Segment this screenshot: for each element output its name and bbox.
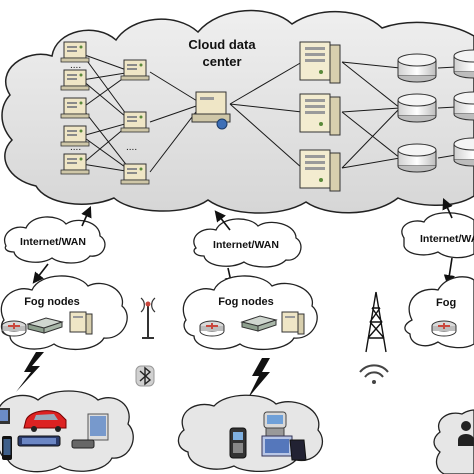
device-cloud-right — [433, 409, 474, 474]
fog-cloud-left: Fog nodes — [0, 275, 128, 350]
server-icon — [60, 41, 90, 63]
bluetooth-icon — [135, 365, 155, 387]
database-icon — [397, 143, 437, 173]
phone-icon — [71, 439, 95, 449]
phone-icon — [17, 435, 61, 447]
ellipsis-label: .... — [70, 60, 81, 71]
tablet-icon — [261, 435, 293, 457]
database-icon — [397, 93, 437, 123]
database-icon — [397, 53, 437, 83]
database-icon — [453, 91, 474, 121]
cloud-title-line1: Cloud data — [188, 37, 256, 52]
datacenter-links — [81, 53, 474, 173]
tablet-icon — [87, 413, 109, 441]
pos-terminal-icon — [229, 427, 247, 459]
phone-icon — [2, 436, 12, 460]
server-icon — [299, 41, 341, 84]
cloud-title-line2: center — [202, 54, 241, 69]
server-icon — [69, 311, 93, 335]
fog-label-left: Fog nodes — [24, 296, 80, 308]
ellipsis-label: .... — [70, 142, 81, 153]
device-cloud-middle — [177, 394, 324, 473]
tablet-icon — [289, 439, 307, 461]
wan-cloud-right: Internet/WAN — [401, 212, 474, 259]
fog-label-middle: Fog nodes — [218, 296, 274, 308]
wifi-icon — [359, 364, 389, 384]
fog-cloud-middle: Fog nodes — [182, 275, 318, 351]
lightning-icon — [16, 352, 44, 392]
switch-server-icon — [120, 163, 150, 185]
fog-cloud-right: Fog — [404, 276, 474, 349]
server-icon — [60, 69, 90, 91]
server-icon — [299, 93, 341, 136]
database-icon — [453, 49, 474, 79]
database-icon — [453, 137, 474, 167]
device-cloud-left — [0, 390, 134, 473]
car-icon — [23, 410, 67, 432]
phone-icon — [458, 421, 474, 446]
lightning-icon — [248, 358, 270, 398]
antenna-tower-icon — [140, 297, 156, 339]
server-icon — [281, 311, 305, 335]
server-icon — [299, 149, 341, 192]
tablet-icon — [0, 408, 10, 424]
core-server-icon — [191, 91, 231, 130]
server-icon — [60, 153, 90, 175]
wan-cloud-left: Internet/WAN — [3, 216, 106, 264]
fog-label-right: Fog — [436, 297, 456, 309]
switch-server-icon — [120, 111, 150, 133]
ellipsis-label: .... — [126, 142, 137, 153]
wan-cloud-middle: Internet/WAN — [193, 218, 302, 268]
wan-label-right: Internet/WAN — [420, 233, 474, 245]
server-icon — [60, 97, 90, 119]
wan-label-middle: Internet/WAN — [213, 239, 279, 251]
antenna-tower-icon — [365, 291, 387, 353]
wan-label-left: Internet/WAN — [20, 236, 86, 248]
switch-server-icon — [120, 59, 150, 81]
